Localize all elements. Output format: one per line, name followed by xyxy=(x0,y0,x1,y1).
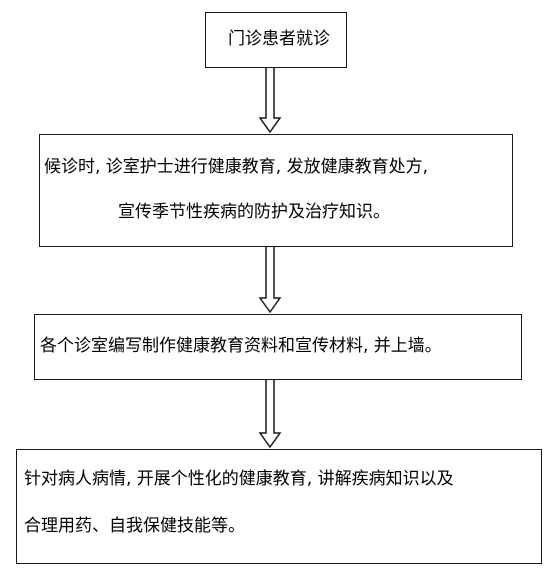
flow-step-4-text-line-1: 针对病人病情, 开展个性化的健康教育, 讲解疾病知识以及 xyxy=(24,469,454,489)
flow-step-3-box: 各个诊室编写制作健康教育资料和宣传材料, 并上墙。 xyxy=(34,314,522,380)
down-arrow-icon xyxy=(258,380,282,449)
flow-step-1-box: 门诊患者就诊 xyxy=(205,12,347,68)
flow-step-4-box: 针对病人病情, 开展个性化的健康教育, 讲解疾病知识以及 合理用药、自我保健技能… xyxy=(16,449,542,564)
flow-step-2-box: 候诊时, 诊室护士进行健康教育, 发放健康教育处方, 宣传季节性疾病的防护及治疗… xyxy=(39,134,513,247)
flow-step-2-text-line-1: 候诊时, 诊室护士进行健康教育, 发放健康教育处方, xyxy=(44,157,429,177)
down-arrow-icon xyxy=(258,247,282,314)
down-arrow-icon xyxy=(258,68,282,134)
flow-step-1-text: 门诊患者就诊 xyxy=(228,29,330,49)
flow-step-2-text-line-2: 宣传季节性疾病的防护及治疗知识。 xyxy=(118,202,390,222)
flow-step-4-text-line-2: 合理用药、自我保健技能等。 xyxy=(24,516,245,536)
flow-step-3-text: 各个诊室编写制作健康教育资料和宣传材料, 并上墙。 xyxy=(40,336,442,356)
